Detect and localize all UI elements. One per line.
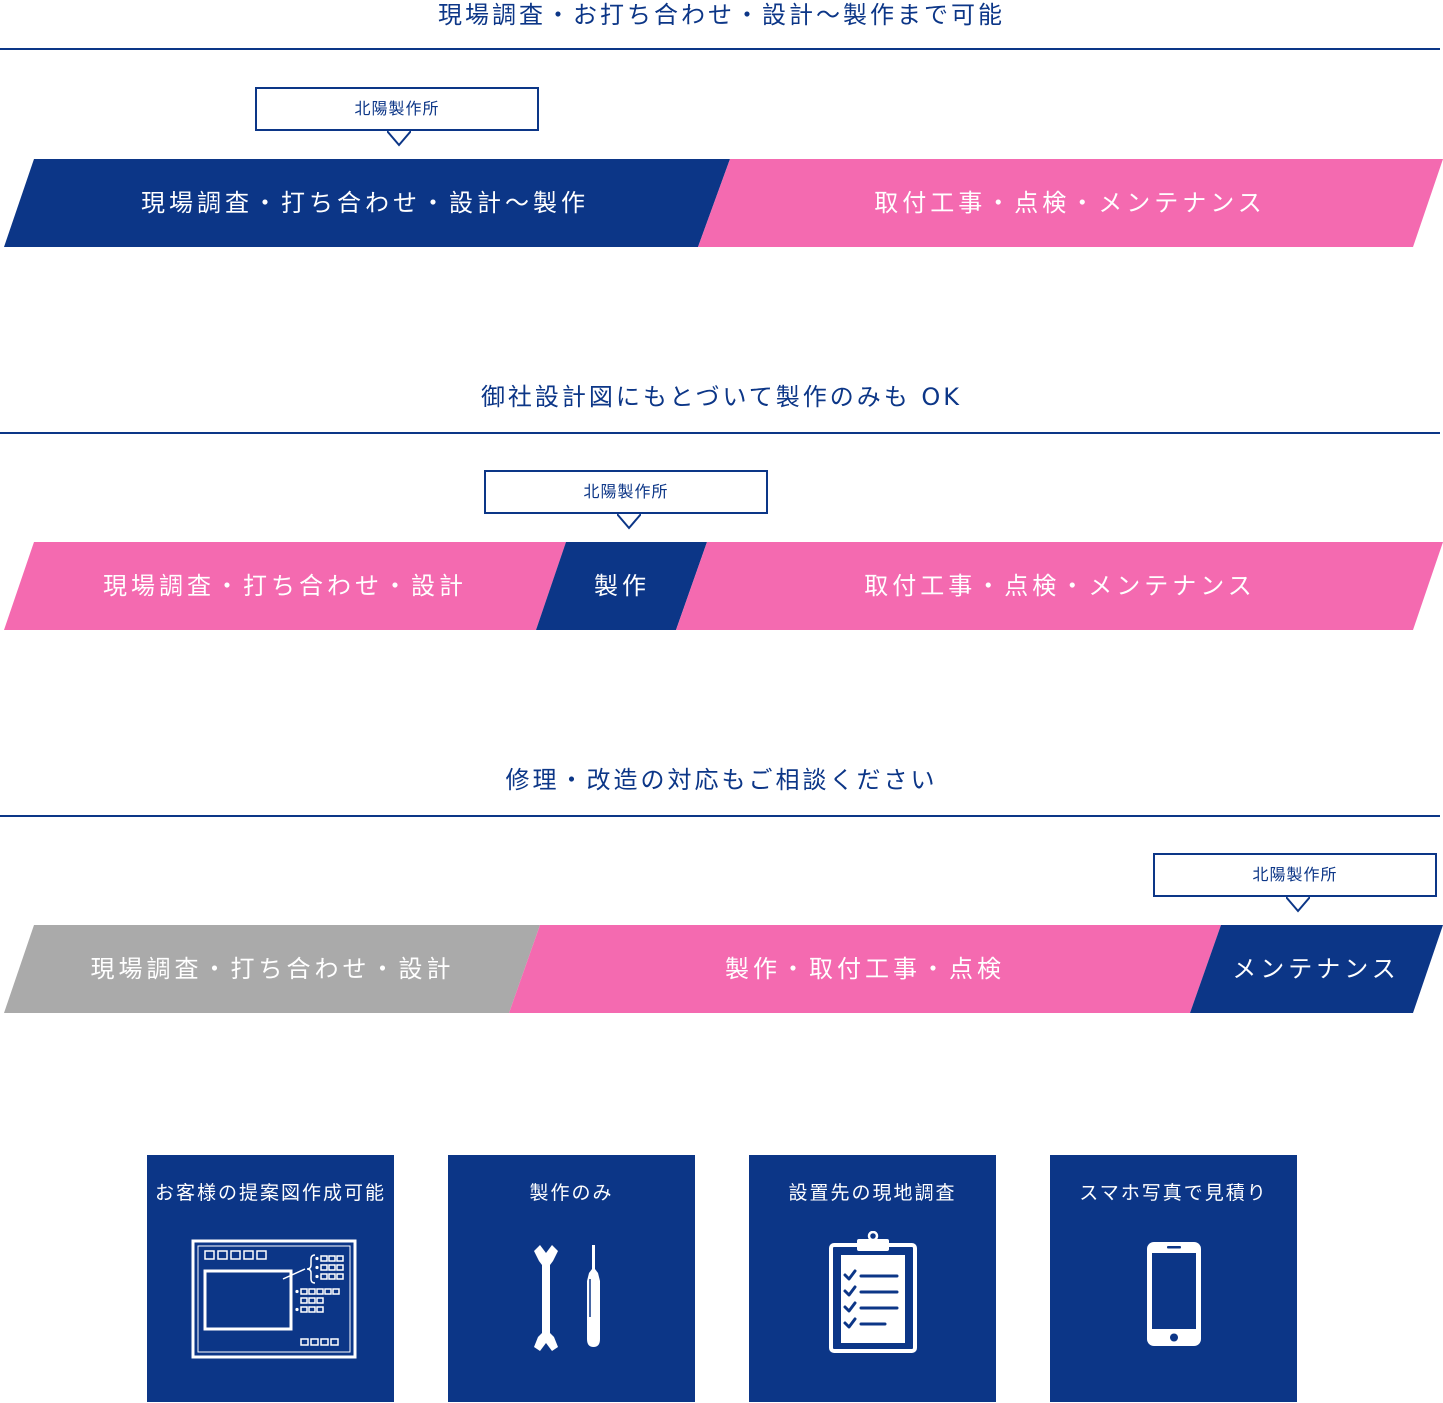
- card-proposal-drawing: お客様の提案図作成可能: [147, 1155, 394, 1402]
- segment-shape: [4, 542, 566, 630]
- card-title: 設置先の現地調査: [788, 1182, 957, 1204]
- section-2-callout: 北陽製作所: [484, 470, 768, 530]
- card-title: 製作のみ: [529, 1182, 614, 1204]
- segment-label: 製作・取付工事・点検: [725, 955, 1005, 983]
- segment-shape: [1190, 925, 1443, 1013]
- section-3-title: 修理・改造の対応もご相談ください: [505, 766, 938, 794]
- card-smartphone-estimate: スマホ写真で見積り: [1050, 1155, 1297, 1402]
- callout-label: 北陽製作所: [583, 482, 669, 501]
- callout-pointer: [617, 514, 641, 530]
- section-3-divider: [0, 815, 1440, 817]
- callout-pointer: [387, 131, 411, 147]
- segment-label: 現場調査・打ち合わせ・設計: [90, 955, 455, 983]
- section-1-title: 現場調査・お打ち合わせ・設計～製作まで可能: [438, 1, 1005, 29]
- card-site-survey: 設置先の現地調査: [749, 1155, 996, 1402]
- segment-shape: [4, 925, 540, 1013]
- clipboard-checklist-icon: [829, 1231, 917, 1353]
- smartphone-icon: [1147, 1242, 1201, 1346]
- callout-pointer: [1286, 897, 1310, 913]
- segment-label: 現場調査・打ち合わせ・設計～製作: [141, 189, 589, 217]
- section-1-divider: [0, 48, 1440, 50]
- callout-label: 北陽製作所: [354, 99, 440, 118]
- segment-label: 現場調査・打ち合わせ・設計: [103, 572, 467, 600]
- segment-shape: [4, 159, 730, 247]
- section-3-callout: 北陽製作所: [1153, 853, 1437, 913]
- section-2-title: 御社設計図にもとづいて製作のみも OK: [480, 383, 963, 411]
- segment-shape: [536, 542, 707, 630]
- segment-label: 製作: [594, 572, 650, 600]
- segment-label: メンテナンス: [1232, 955, 1400, 983]
- section-1-callout: 北陽製作所: [255, 87, 539, 147]
- card-title: お客様の提案図作成可能: [154, 1182, 386, 1204]
- segment-shape: [509, 925, 1221, 1013]
- card-manufacture-only: 製作のみ: [448, 1155, 695, 1402]
- segment-shape: [676, 542, 1443, 630]
- section-2-divider: [0, 432, 1440, 434]
- section-1-flow-bar: 現場調査・打ち合わせ・設計～製作 取付工事・点検・メンテナンス: [0, 159, 1443, 247]
- segment-label: 取付工事・点検・メンテナンス: [874, 189, 1266, 217]
- callout-label: 北陽製作所: [1252, 865, 1338, 884]
- control-panel-drawing-icon: [191, 1239, 357, 1359]
- section-2-flow-bar: 現場調査・打ち合わせ・設計 製作 取付工事・点検・メンテナンス: [0, 542, 1443, 630]
- segment-label: 取付工事・点検・メンテナンス: [864, 572, 1256, 600]
- wrench-screwdriver-icon: [534, 1245, 600, 1351]
- card-title: スマホ写真で見積り: [1079, 1182, 1268, 1204]
- segment-shape: [698, 159, 1443, 247]
- section-3-flow-bar: 現場調査・打ち合わせ・設計 製作・取付工事・点検 メンテナンス: [0, 925, 1443, 1013]
